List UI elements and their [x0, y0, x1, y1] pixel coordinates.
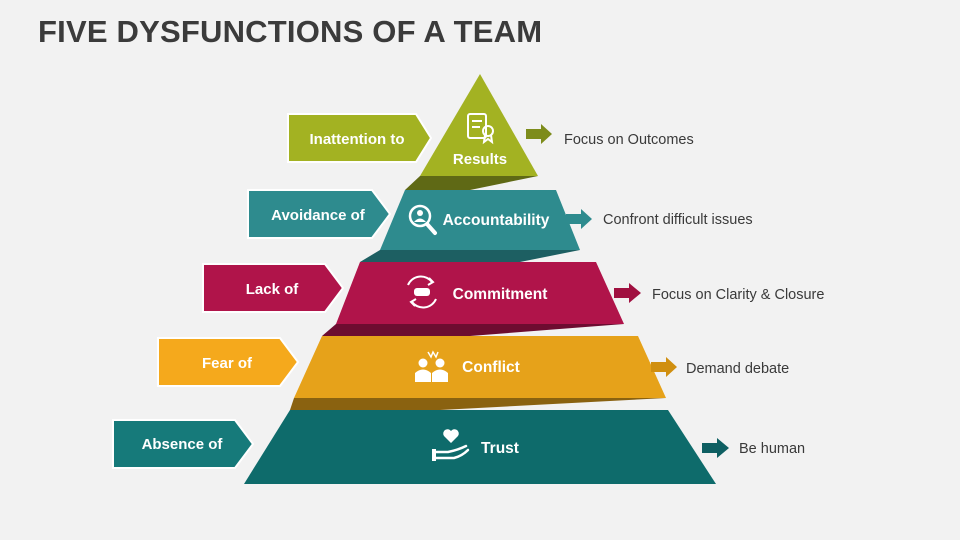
level-trust: Absence of Trust Be human	[112, 410, 805, 484]
tier-label-commitment: Commitment	[453, 286, 548, 303]
prefix-tag-accountability	[247, 189, 392, 239]
prefix-label-commitment: Lack of	[246, 281, 300, 298]
pyramid-tier-commitment	[336, 262, 624, 324]
level-results: Inattention to Results Focus on Outcomes	[287, 74, 694, 176]
ribbon-commitment-conflict	[322, 324, 624, 336]
magnifier-person-icon	[408, 204, 437, 235]
arrow-results	[526, 124, 552, 144]
prefix-tag-trust	[112, 419, 255, 469]
tier-label-conflict: Conflict	[462, 359, 520, 376]
ribbon-conflict-trust	[290, 398, 666, 410]
outcome-commitment: Focus on Clarity & Closure	[652, 287, 824, 303]
prefix-tag-commitment	[202, 263, 345, 313]
heart-hand-icon	[432, 429, 470, 461]
arrow-trust	[702, 438, 729, 458]
pyramid-tier-conflict	[294, 336, 666, 398]
prefix-label-conflict: Fear of	[202, 355, 253, 372]
page-title: FIVE DYSFUNCTIONS OF A TEAM	[38, 14, 543, 49]
level-commitment: Lack of Commitment Focus on Clarity & Cl…	[202, 262, 824, 324]
certificate-icon	[467, 113, 494, 145]
arrow-conflict	[651, 357, 677, 377]
tier-label-results: Results	[453, 151, 507, 168]
outcome-trust: Be human	[739, 441, 805, 457]
tier-label-trust: Trust	[481, 440, 519, 457]
ribbon-accountability-commitment	[360, 250, 580, 262]
pyramid-tier-accountability	[380, 190, 580, 250]
outcome-accountability: Confront difficult issues	[603, 212, 753, 228]
pyramid-tier-results	[420, 74, 538, 176]
arrow-commitment	[614, 283, 641, 303]
level-conflict: Fear of Conflict Demand debate	[157, 336, 789, 398]
handshake-cycle-icon	[407, 275, 437, 309]
prefix-tag-results	[287, 113, 433, 163]
prefix-label-trust: Absence of	[142, 436, 224, 453]
prefix-tag-conflict	[157, 337, 300, 387]
arrow-accountability	[566, 209, 592, 229]
level-accountability: Avoidance of Accountability Confront dif…	[247, 189, 753, 250]
prefix-label-accountability: Avoidance of	[271, 207, 366, 224]
ribbon-results-accountability	[405, 176, 538, 190]
tier-label-accountability: Accountability	[443, 212, 550, 229]
prefix-label-results: Inattention to	[310, 131, 405, 148]
outcome-conflict: Demand debate	[686, 361, 789, 377]
arguing-people-icon	[415, 350, 448, 382]
outcome-results: Focus on Outcomes	[564, 132, 694, 148]
pyramid-tier-trust	[244, 410, 716, 484]
